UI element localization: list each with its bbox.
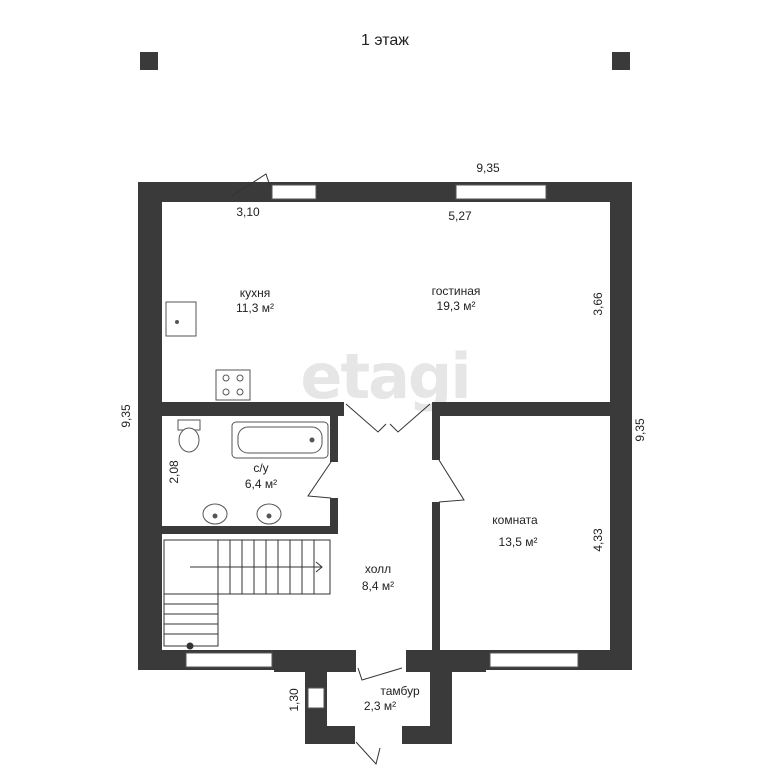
door-bath [307, 461, 332, 499]
wall-bottom-mid-right [406, 650, 486, 672]
doors [231, 173, 465, 766]
window-bottom-right [489, 652, 579, 668]
stair-landing [163, 593, 219, 647]
title-marker-right [612, 52, 630, 70]
windows [185, 184, 579, 709]
door-living-right [389, 403, 431, 433]
kitchen-name: кухня [240, 286, 271, 300]
interior-walls [162, 402, 610, 650]
living-name: гостиная [432, 284, 481, 298]
sink-kitchen-icon [165, 301, 197, 337]
stair-start-marker [186, 642, 194, 650]
wall-room-left-lower [432, 502, 440, 650]
wall-kitchen-bath [162, 402, 344, 416]
dim-vestibule-depth: 1,30 [287, 688, 301, 712]
door-vestibule-outer [355, 741, 381, 766]
staircase [163, 539, 331, 650]
dim-room-depth: 4,33 [591, 528, 605, 552]
wall-bottom-mid [274, 650, 356, 672]
stove-icon [215, 369, 251, 401]
wall-bath-right-upper [330, 416, 338, 462]
door-room [438, 459, 465, 503]
room-area: 13,5 м² [499, 535, 538, 549]
floor-title: 1 этаж [361, 32, 409, 49]
living-area: 19,3 м² [437, 299, 476, 313]
vestibule-wall-bottom-right [402, 726, 452, 744]
bath-name: с/у [253, 461, 268, 475]
window-bottom-left [185, 652, 273, 668]
vestibule-name: тамбур [380, 684, 420, 698]
dim-right-total: 9,35 [633, 418, 647, 442]
window-top-kitchen [271, 184, 317, 200]
wall-bath-right-lower [330, 498, 338, 532]
wall-left [138, 182, 162, 670]
toilet-icon [178, 427, 200, 453]
vestibule-wall-right [430, 668, 452, 744]
dimension-labels: 9,35 3,10 5,27 3,66 9,35 9,35 2,08 4,33 … [119, 161, 647, 712]
door-hall-vestibule [357, 667, 403, 681]
kitchen-area: 11,3 м² [236, 301, 274, 315]
wall-top [138, 182, 632, 202]
title-marker-left [140, 52, 158, 70]
bath-area: 6,4 м² [245, 477, 277, 491]
wall-living-room [432, 402, 610, 416]
wall-bath-bottom [162, 526, 338, 534]
dim-living-depth: 3,66 [591, 292, 605, 316]
door-entrance-top [231, 173, 271, 197]
hall-name: холл [365, 562, 391, 576]
dim-living-width: 5,27 [448, 209, 472, 223]
wall-right [610, 182, 632, 670]
window-top-living [455, 184, 547, 200]
dim-left-total: 9,35 [119, 404, 133, 428]
window-left-vestibule [307, 687, 325, 709]
vestibule-area: 2,3 м² [364, 699, 396, 713]
room-name: комната [492, 513, 538, 527]
wall-room-left-upper [432, 416, 440, 460]
vestibule-wall-bottom-left [305, 726, 355, 744]
dim-kitchen-width: 3,10 [236, 205, 260, 219]
hall-area: 8,4 м² [362, 579, 394, 593]
fixtures [165, 301, 329, 525]
door-living-left [345, 403, 387, 433]
watermark-logo: etagi [300, 340, 469, 413]
dim-bath-depth: 2,08 [167, 460, 181, 484]
room-labels: кухня 11,3 м² гостиная 19,3 м² с/у 6,4 м… [236, 284, 538, 713]
dim-top-total: 9,35 [476, 161, 500, 175]
stair-outline [163, 539, 331, 595]
